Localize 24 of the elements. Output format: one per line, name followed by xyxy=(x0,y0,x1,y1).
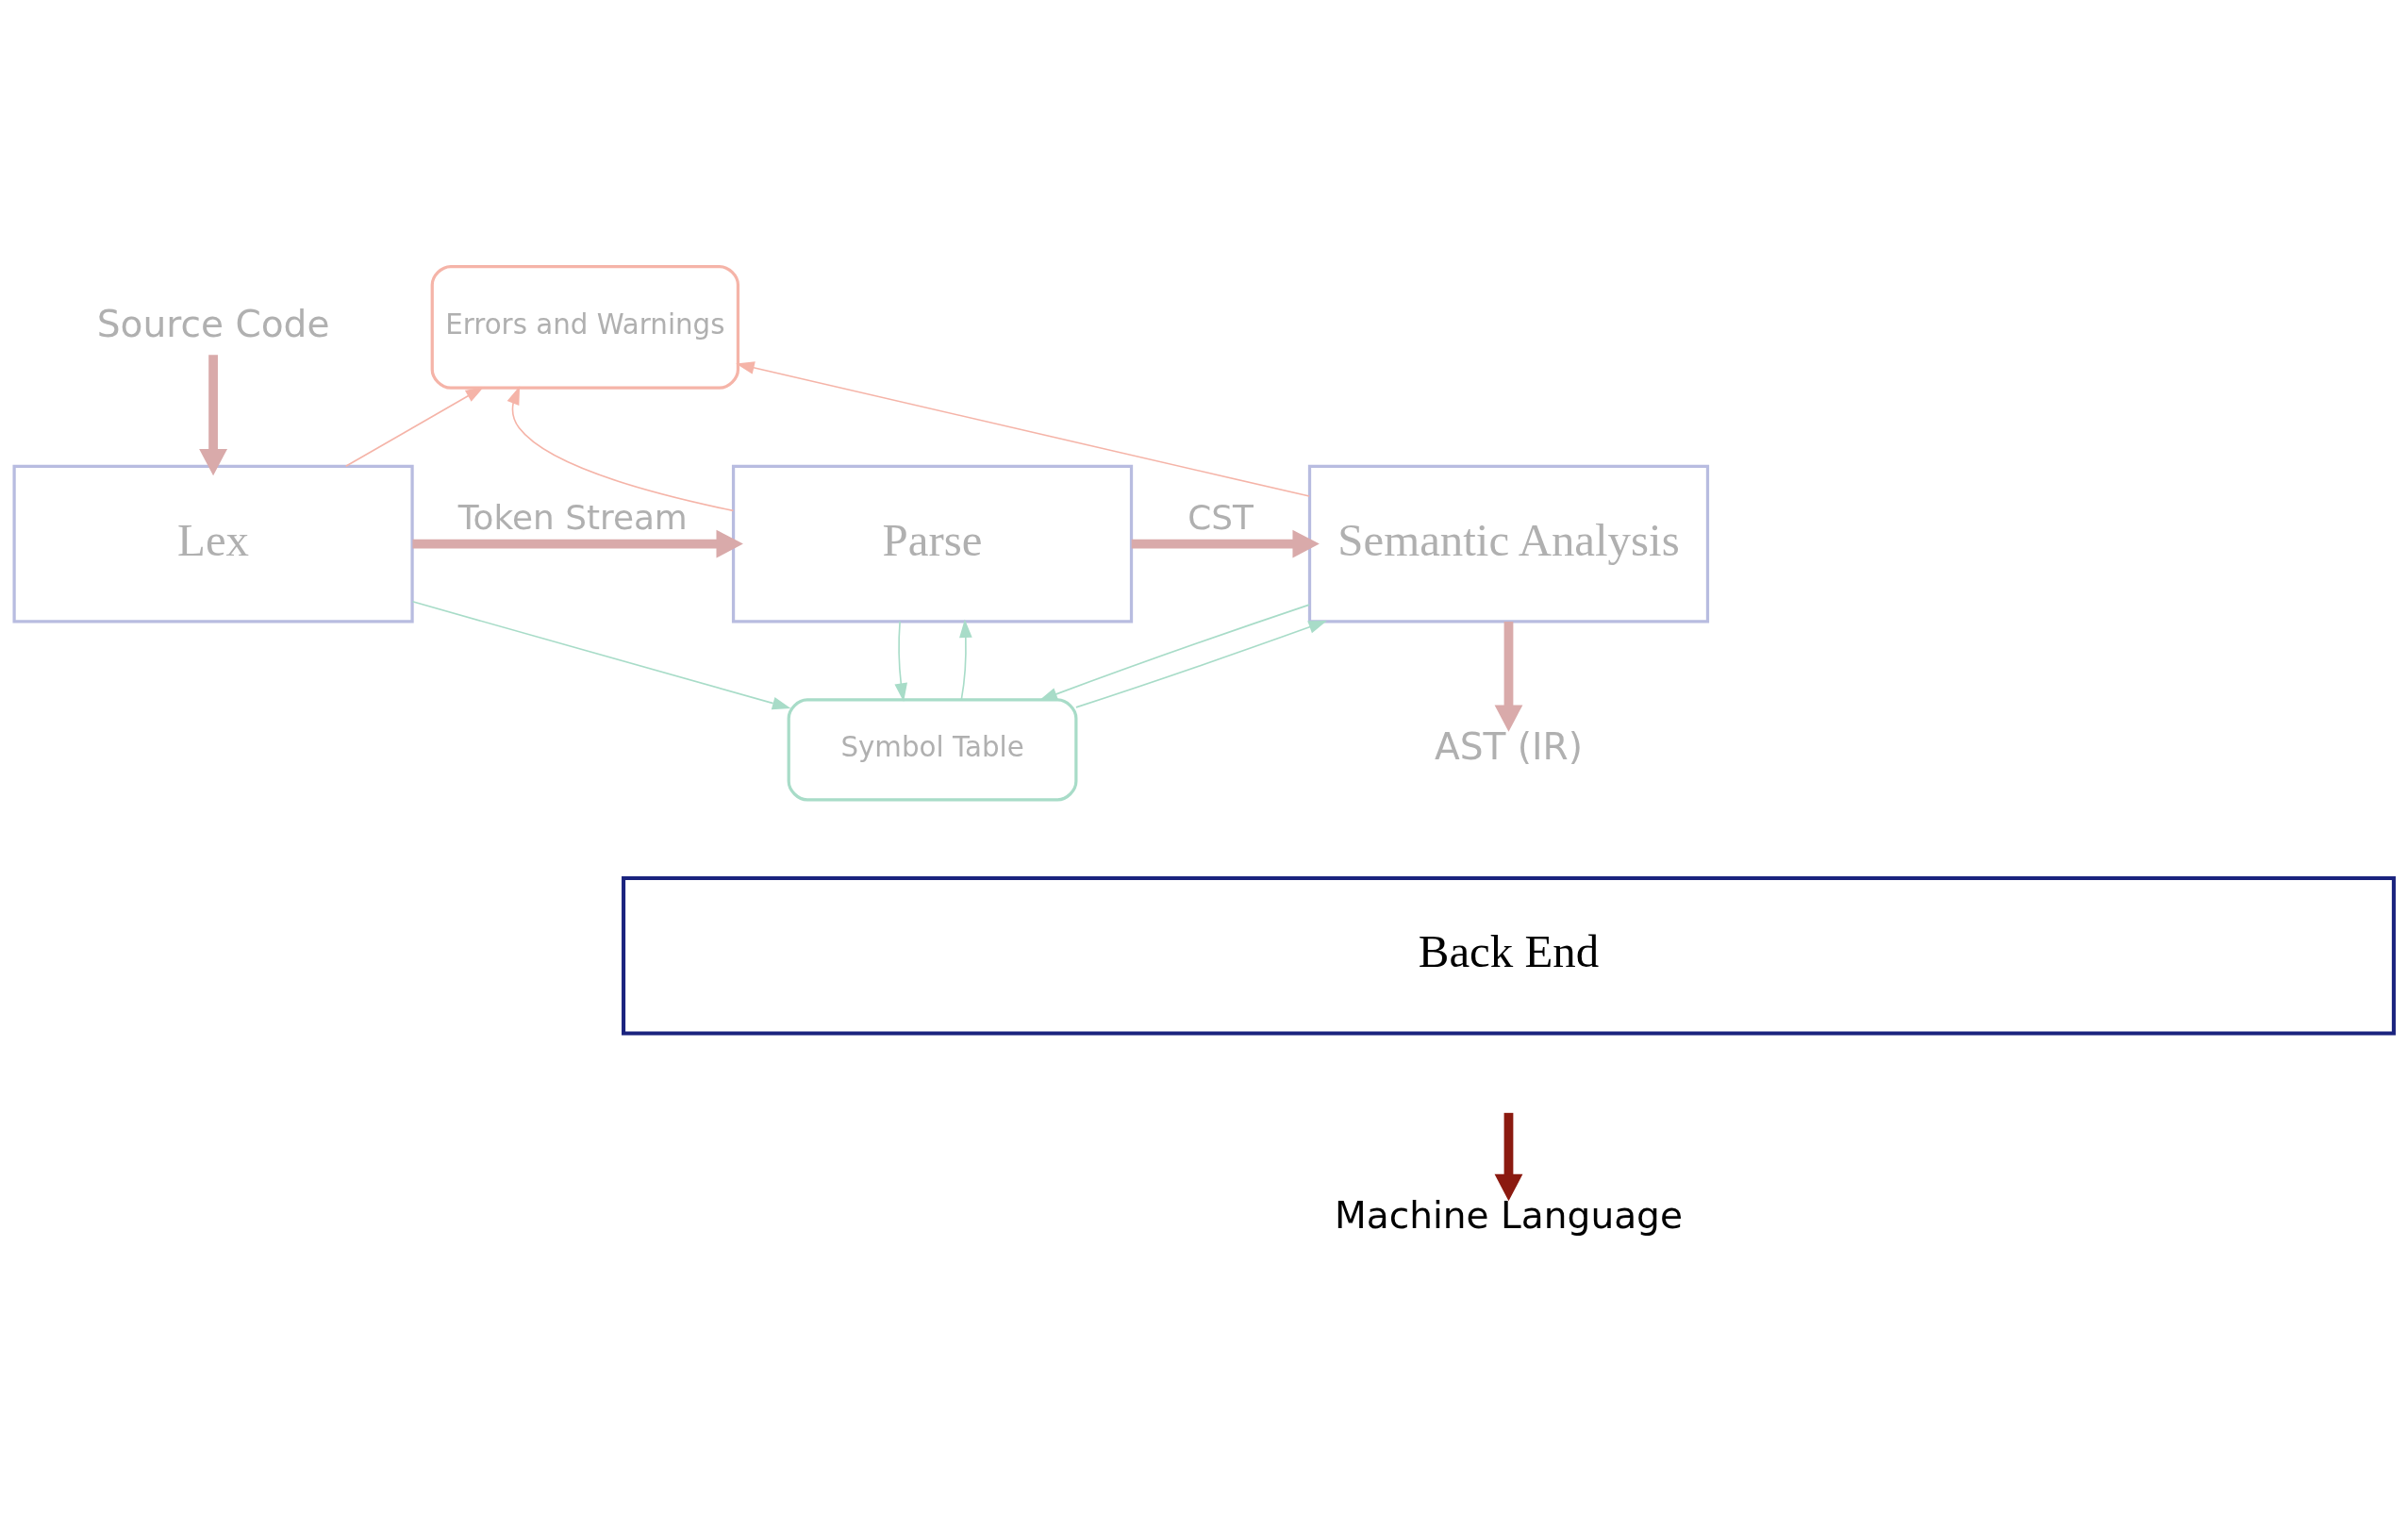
arrow xyxy=(1494,621,1523,732)
node-box: Back End xyxy=(622,875,2396,1036)
edge-label: CST xyxy=(1187,498,1254,538)
node-text: Source Code xyxy=(96,302,330,345)
node-box: Errors and Warnings xyxy=(430,264,740,390)
arrow xyxy=(1075,621,1327,708)
arrow xyxy=(412,529,743,558)
arrow xyxy=(199,355,227,476)
arrow xyxy=(1131,529,1320,558)
node-box: Lex xyxy=(12,464,414,623)
arrow xyxy=(1038,604,1310,701)
arrow xyxy=(507,386,735,512)
node-text: AST (IR) xyxy=(1434,725,1584,768)
node-box: Semantic Analysis xyxy=(1307,464,1710,623)
arrow xyxy=(894,621,907,702)
node-text: Machine Language xyxy=(1334,1194,1683,1238)
arrow xyxy=(411,601,791,710)
arrow xyxy=(344,387,485,467)
arrow xyxy=(959,619,972,701)
node-box: Parse xyxy=(731,464,1134,623)
arrow xyxy=(736,361,1310,497)
edge-label: Token Stream xyxy=(457,498,688,538)
arrow xyxy=(1494,1112,1523,1202)
node-box: Symbol Table xyxy=(787,698,1078,802)
